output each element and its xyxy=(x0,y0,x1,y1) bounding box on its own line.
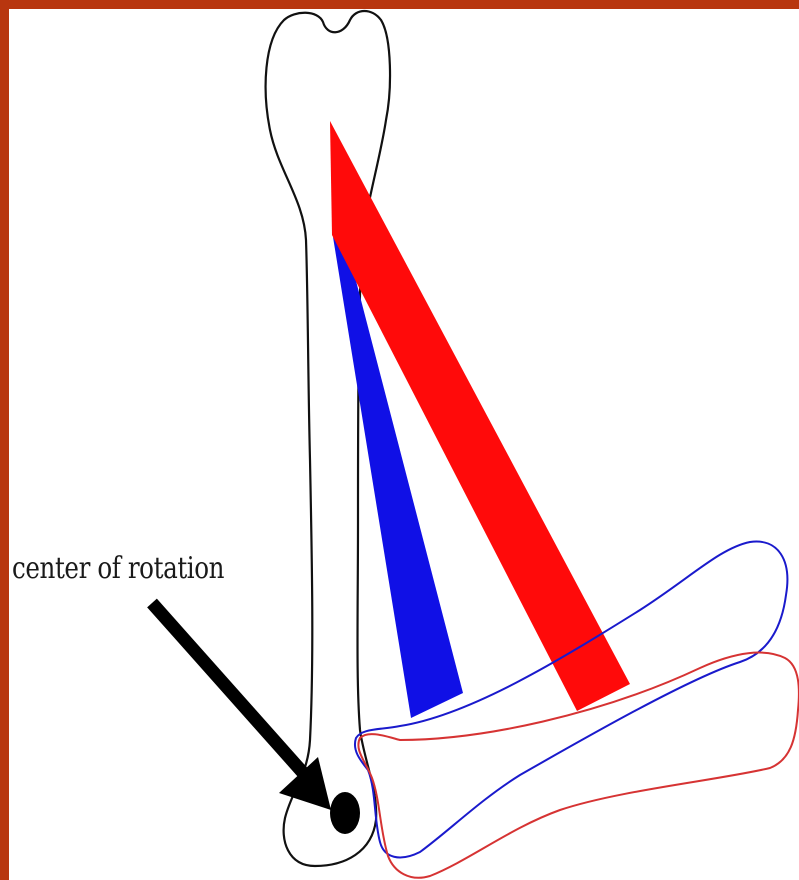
center-of-rotation-label: center of rotation xyxy=(12,551,224,586)
pivot-point xyxy=(330,792,360,834)
pointer-arrow-shaft xyxy=(152,603,305,775)
